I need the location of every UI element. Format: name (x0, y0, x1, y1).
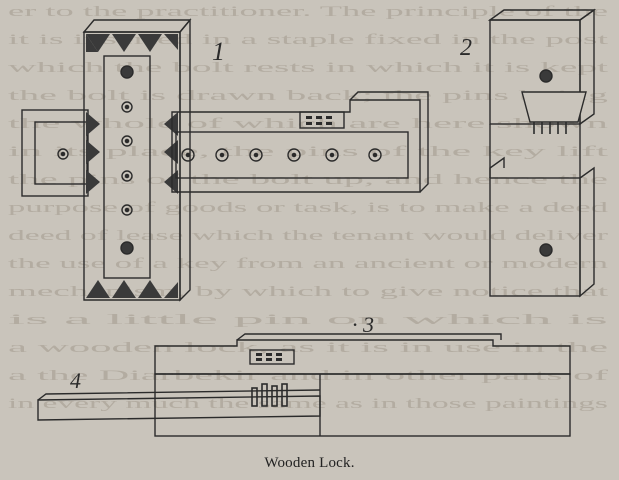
figure-caption: Wooden Lock. (264, 455, 355, 471)
bleed-through-text: er to the practitioner. The principle of… (8, 4, 610, 412)
bleed-line: a wooden lock, as it is in use in the (8, 340, 609, 356)
section-bolt-wedge (521, 91, 587, 123)
bleed-line: which the bolt rests in which it is kept (8, 60, 610, 76)
figure-4-key (37, 383, 321, 421)
bolt-right-inner (175, 131, 409, 179)
post-inner-panel (103, 55, 151, 279)
bleed-line: the bolt is drawn back; the pins being (8, 88, 609, 104)
key-pins (251, 383, 288, 407)
bleed-line: the use of a key from an ancient or mode… (8, 256, 609, 272)
bleed-line: in its place, the pins of the key lift (8, 144, 610, 160)
bleed-line: a the Diarbekir and in other parts of (8, 368, 608, 384)
bolt-right (171, 99, 421, 193)
bleed-line: the pins of the bolt up, and hence the (8, 172, 609, 188)
bleed-line: er to the practitioner. The principle of… (8, 4, 609, 20)
figure-4-label: 4 (70, 368, 81, 393)
figure-2-label: 2 (460, 35, 472, 61)
bleed-line: purpose of goods or task, is to make a d… (8, 200, 609, 216)
figure-3-key-slot (249, 349, 295, 365)
figure-2-section (487, 8, 597, 298)
figure-1-label: 1 (212, 37, 225, 66)
figure-1-lock-assembly (21, 18, 429, 302)
bleed-line: is a little pin on which is (8, 312, 609, 328)
post-triangle-ornaments (86, 34, 178, 298)
bleed-line: in every much the same as in those paint… (8, 396, 608, 412)
bleed-line: deed of lease which the tenant would del… (8, 228, 608, 244)
bolt-key-slot (299, 111, 345, 129)
figure-3-label: · 3 (352, 312, 374, 337)
